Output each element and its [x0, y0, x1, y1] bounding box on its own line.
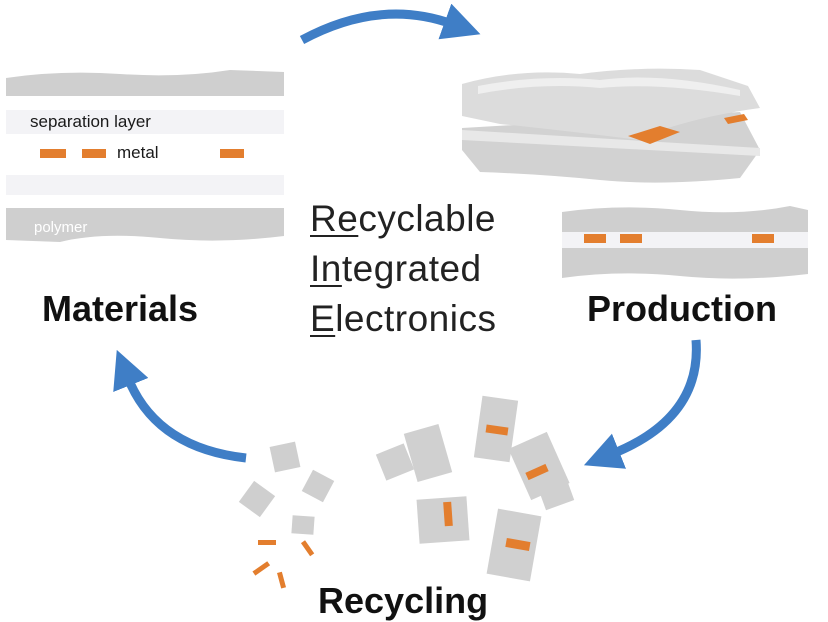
- device-embedded-metal: [724, 114, 748, 124]
- metal-piece: [485, 424, 509, 436]
- metal-strip: [82, 149, 106, 158]
- production-cross-section: [562, 206, 808, 279]
- metal-piece: [300, 540, 315, 557]
- production-device: [462, 68, 760, 183]
- device-fragment: [403, 424, 453, 482]
- device-fragment: [375, 443, 415, 481]
- acronym-line-electronics: Electronics: [310, 298, 497, 339]
- polymer-bottom-layer: [6, 208, 284, 242]
- arrow-recycling-to-materials: [113, 349, 247, 463]
- polymer-label: polymer: [34, 219, 88, 236]
- recycling-fragments-left: [238, 441, 335, 589]
- metal-piece: [443, 501, 453, 527]
- section-polymer-top: [562, 206, 808, 232]
- metal-strip: [584, 234, 606, 243]
- device-embedded-metal: [628, 126, 680, 144]
- recycling-title: Recycling: [318, 580, 489, 621]
- metal-strip: [220, 149, 244, 158]
- metal-strip: [620, 234, 642, 243]
- metal-piece: [505, 537, 531, 552]
- device-fragment: [535, 471, 575, 511]
- metal-piece: [277, 571, 287, 589]
- polymer-fragment: [301, 469, 335, 503]
- separation-layer-top: [6, 110, 284, 134]
- polymer-top-layer: [6, 70, 284, 96]
- device-bottom-face: [462, 130, 760, 156]
- polymer-fragment: [269, 441, 301, 473]
- recycling-fragments-right: [375, 395, 575, 582]
- device-top-highlight: [478, 77, 740, 96]
- separation-layer-bottom: [6, 175, 284, 195]
- production-title: Production: [587, 288, 777, 329]
- metal-label: metal: [117, 143, 159, 162]
- arrow-production-to-recycling: [583, 339, 701, 469]
- materials-layer-stack: [6, 70, 284, 242]
- acronym-line-recyclable: Recyclable: [310, 198, 496, 239]
- arrow-materials-to-production: [299, 3, 481, 44]
- materials-title: Materials: [42, 288, 199, 329]
- section-polymer-bottom: [562, 248, 808, 279]
- separation-layer-label: separation layer: [30, 112, 151, 131]
- metal-piece: [258, 540, 276, 545]
- metal-piece: [525, 463, 549, 481]
- metal-piece: [252, 561, 271, 576]
- device-fragment: [416, 496, 470, 544]
- metal-strip: [752, 234, 774, 243]
- polymer-fragment: [238, 480, 276, 518]
- metal-strip: [40, 149, 66, 158]
- acronym-line-integrated: Integrated: [310, 248, 482, 289]
- polymer-fragment: [291, 515, 315, 535]
